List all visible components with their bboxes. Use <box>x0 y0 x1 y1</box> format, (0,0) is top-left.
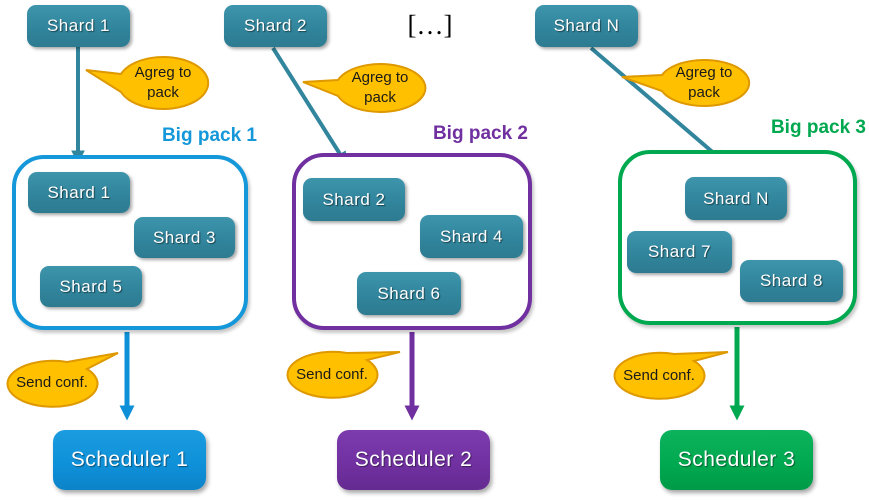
agreg-callout-3-bubble <box>621 59 751 107</box>
scheduler-3-box: Scheduler 3 <box>660 430 813 490</box>
agreg-callout-1-bubble <box>85 56 210 110</box>
source-shard-1-label: Shard 1 <box>46 16 111 35</box>
source-shard-1-box: Shard 1 <box>27 5 130 47</box>
big-pack-1-title: Big pack 1 <box>161 125 257 146</box>
send-callout-3-bubble <box>613 351 729 400</box>
send-callout-2-label: Send conf. <box>296 366 368 383</box>
send-callout-1-label: Send conf. <box>16 374 88 391</box>
pack2-shard-6-label: Shard 6 <box>377 283 441 303</box>
agreg-callout-2-label: Agreg to pack <box>351 69 409 106</box>
arrow-shardN-to-pack3 <box>589 46 727 164</box>
pack2-shard-4-label: Shard 4 <box>439 226 504 246</box>
scheduler-1-box: Scheduler 1 <box>53 430 206 490</box>
send-callout-2-bubble <box>286 350 401 399</box>
source-shard-2-box: Shard 2 <box>224 5 327 47</box>
arrow-shard2-to-pack2 <box>271 46 348 166</box>
source-shard-2-label: Shard 2 <box>243 16 308 35</box>
pack2-shard-2-box: Shard 2 <box>303 178 405 221</box>
scheduler-1-label: Scheduler 1 <box>70 448 189 471</box>
send-callout-3-label: Send conf. <box>623 367 695 384</box>
pack1-shard-5-box: Shard 5 <box>40 266 142 307</box>
big-pack-3-title: Big pack 3 <box>770 117 866 138</box>
send-callout-1-bubble <box>6 352 119 408</box>
pack3-shard-N-box: Shard N <box>685 177 787 220</box>
scheduler-2-box: Scheduler 2 <box>337 430 490 490</box>
scheduler-3-label: Scheduler 3 <box>677 448 796 471</box>
agreg-callout-1-label: Agreg to pack <box>134 64 192 101</box>
pack2-shard-6-box: Shard 6 <box>357 272 461 315</box>
pack3-shard-8-box: Shard 8 <box>740 260 843 302</box>
big-pack-2-title: Big pack 2 <box>432 123 528 144</box>
pack2-shard-2-label: Shard 2 <box>322 189 386 209</box>
pack2-shard-4-box: Shard 4 <box>420 215 523 258</box>
agreg-callout-3-label: Agreg to pack <box>675 64 733 101</box>
agreg-callout-2-bubble <box>302 63 427 113</box>
source-shard-N-label: Shard N <box>553 16 620 35</box>
scheduler-2-label: Scheduler 2 <box>354 448 473 471</box>
pack1-shard-5-label: Shard 5 <box>59 276 123 296</box>
ellipsis-label: […] <box>407 10 453 40</box>
pack1-shard-3-label: Shard 3 <box>152 227 217 247</box>
source-shard-N-box: Shard N <box>535 5 638 47</box>
pack3-shard-N-label: Shard N <box>703 188 769 208</box>
pack3-shard-8-label: Shard 8 <box>759 271 824 290</box>
pack1-shard-1-label: Shard 1 <box>47 182 111 202</box>
pack1-shard-3-box: Shard 3 <box>134 217 235 258</box>
pack3-shard-7-label: Shard 7 <box>647 242 712 261</box>
pack1-shard-1-box: Shard 1 <box>28 172 130 213</box>
pack3-shard-7-box: Shard 7 <box>627 231 732 273</box>
